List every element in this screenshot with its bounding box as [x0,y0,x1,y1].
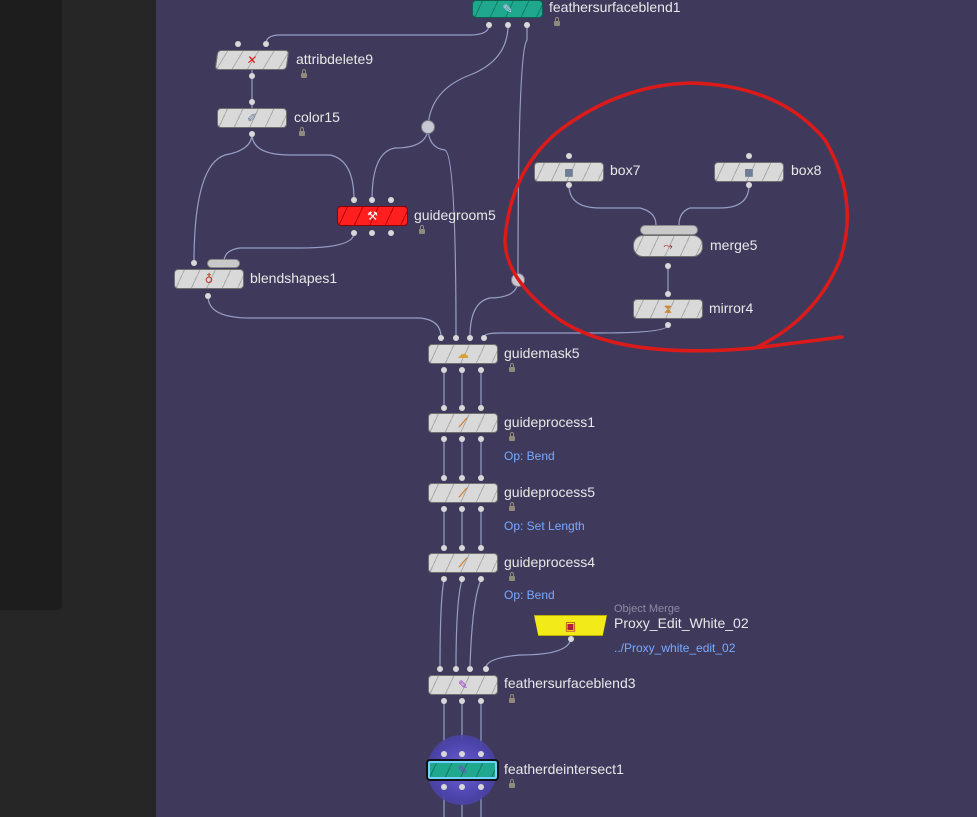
node-op-label: Op: Bend [504,588,555,602]
lock-icon [509,502,515,511]
guide-process-icon: ⟋ [458,556,468,570]
lock-icon [509,572,515,581]
node-label: featherdeintersect1 [504,761,624,777]
mirror-icon: ⧗ [663,302,673,316]
node-label: attribdelete9 [296,51,374,67]
mask-icon: ☁ [457,347,469,361]
node-guideprocess1[interactable]: ⟋ [428,413,498,433]
node-feathersurfaceblend1[interactable]: ✎ [472,0,543,18]
node-color15[interactable]: ✐ [217,108,287,128]
node-type-label: Object Merge [614,603,681,615]
blendshapes-icon: ♁ [204,272,214,286]
node-label: merge5 [710,237,758,253]
node-badge [640,225,698,235]
node-box7[interactable]: ◼ [534,162,604,182]
node-label: guidegroom5 [414,207,496,223]
lock-icon [299,127,305,136]
node-guideprocess5[interactable]: ⟋ [428,483,498,503]
x-attrib-icon: ✕ [245,53,259,67]
node-label: blendshapes1 [250,270,338,286]
node-label: feathersurfaceblend1 [549,0,681,15]
feather-icon: ✎ [457,678,469,692]
side-panel [0,0,62,610]
guide-process-icon: ⟋ [458,416,468,430]
node-featherdeintersect1[interactable]: ✎ [426,759,499,781]
lock-icon [419,225,425,234]
node-feathersurfaceblend3[interactable]: ✎ [428,675,498,695]
lock-icon [509,363,515,372]
cube-icon: ◼ [564,165,574,179]
paint-tube-icon: ✐ [246,111,258,125]
node-attribdelete9[interactable]: ✕ [214,50,290,70]
node-label: box8 [791,162,822,178]
guide-process-icon: ⟋ [458,486,468,500]
object-merge-icon: ▣ [564,618,577,633]
node-guidegroom5[interactable]: ⚒ [337,206,408,226]
node-label: guideprocess4 [504,554,596,570]
node-op-label: Op: Set Length [504,519,585,533]
feather-icon: ✎ [502,2,513,16]
node-label: Proxy_Edit_White_02 [614,615,749,631]
lock-icon [509,779,515,788]
node-label: mirror4 [709,300,754,316]
node-guideprocess4[interactable]: ⟋ [428,553,498,573]
node-label: feathersurfaceblend3 [504,675,636,691]
groom-brush-icon: ⚒ [367,209,378,223]
node-label: color15 [294,109,340,125]
lock-icon [301,69,307,78]
lock-icon [509,694,515,703]
node-path-label: ../Proxy_white_edit_02 [614,641,736,655]
feather-deintersect-icon: ✎ [457,763,468,777]
node-blendshapes1[interactable]: ♁ [174,269,244,289]
node-label: box7 [610,162,641,178]
node-label: guideprocess5 [504,484,596,500]
node-label: guidemask5 [504,345,580,361]
node-label: guideprocess1 [504,414,596,430]
node-proxy-edit-white-02[interactable]: ▣ [534,615,607,636]
node-box8[interactable]: ◼ [714,162,784,182]
node-mirror4[interactable]: ⧗ [633,299,703,319]
node-guidemask5[interactable]: ☁ [428,344,498,364]
merge-icon: ⤳ [663,239,673,253]
lock-icon [509,432,515,441]
node-badge [207,259,240,268]
node-op-label: Op: Bend [504,449,555,463]
cube-icon: ◼ [744,165,754,179]
lock-icon [554,17,560,26]
node-merge5[interactable]: ⤳ [633,235,703,257]
